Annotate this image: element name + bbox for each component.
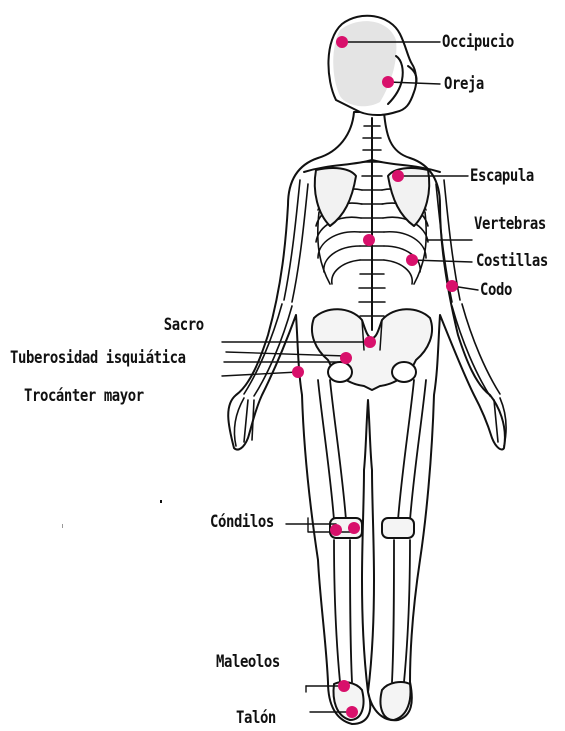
marker-codo <box>446 280 458 292</box>
speck-2 <box>62 524 63 528</box>
label-oreja: Oreja <box>444 75 484 93</box>
marker-occipucio <box>336 36 348 48</box>
marker-maleolo <box>338 680 350 692</box>
label-tuberosidad: Tuberosidad isquiática <box>10 349 186 367</box>
label-sacro: Sacro <box>164 316 204 334</box>
marker-condilo-1 <box>330 524 342 536</box>
label-codo: Codo <box>480 281 512 299</box>
label-trocanter: Trocánter mayor <box>24 387 144 405</box>
marker-tuberosidad <box>340 352 352 364</box>
marker-escapula <box>392 170 404 182</box>
label-condilos: Cóndilos <box>210 513 274 531</box>
marker-trocanter <box>292 366 304 378</box>
label-occipucio: Occipucio <box>442 33 514 51</box>
marker-sacro <box>364 336 376 348</box>
marker-vertebras <box>363 234 375 246</box>
right-knee <box>382 518 414 538</box>
label-maleolos: Maleolos <box>216 653 280 671</box>
label-vertebras: Vertebras <box>474 215 546 233</box>
marker-talon <box>346 706 358 718</box>
marker-oreja <box>382 76 394 88</box>
label-escapula: Escapula <box>470 167 534 185</box>
marker-condilo-2 <box>348 522 360 534</box>
speck-1 <box>160 500 162 503</box>
label-costillas: Costillas <box>476 252 548 270</box>
marker-costillas <box>406 254 418 266</box>
label-talon: Talón <box>236 709 276 727</box>
